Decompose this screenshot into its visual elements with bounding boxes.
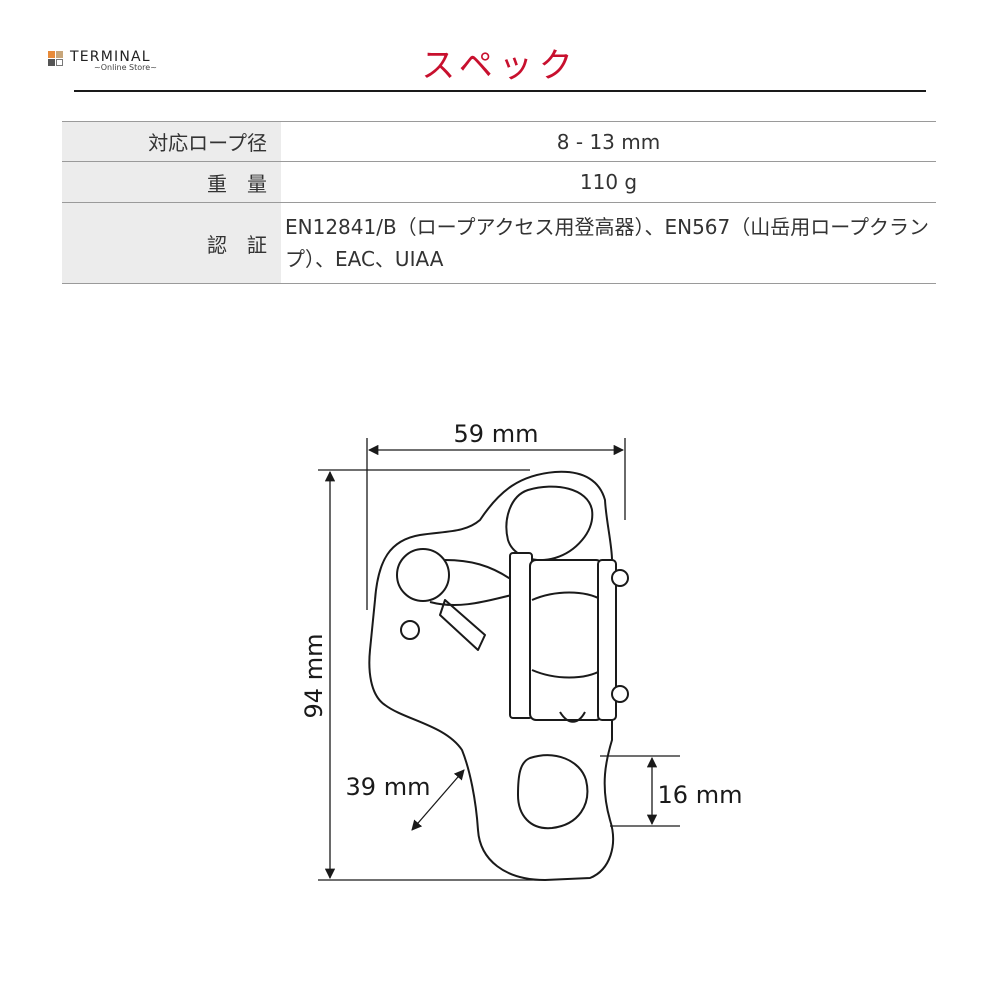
page-title: スペック	[421, 46, 579, 86]
height-dimension-label: 94 mm	[300, 634, 328, 719]
spec-label: 認 証	[62, 203, 281, 283]
spec-row-certification: 認 証 EN12841/B（ロープアクセス用登高器）、EN567（山岳用ロープク…	[62, 202, 936, 284]
spec-label: 対応ロープ径	[62, 122, 281, 161]
store-logo[interactable]: TERMINAL ~Online Store~	[48, 49, 188, 75]
rope-clamp-device-icon	[368, 470, 629, 881]
spec-value: 8 - 13 mm	[556, 129, 661, 154]
dimension-lines	[318, 438, 680, 881]
hole-dimension-label: 16 mm	[658, 781, 743, 809]
spec-row-weight: 重 量 110 g	[62, 161, 936, 202]
logo-name: TERMINAL	[70, 49, 151, 65]
spec-table: 対応ロープ径 8 - 13 mm 重 量 110 g 認 証 EN12841/B…	[62, 121, 936, 284]
spec-value: 110 g	[579, 170, 638, 194]
logo-squares-icon	[48, 51, 68, 67]
spec-value: EN12841/B（ロープアクセス用登高器）、EN567（山岳用ロープクランプ）…	[285, 215, 930, 271]
depth-dimension-label: 39 mm	[346, 773, 431, 801]
width-dimension-label: 59 mm	[454, 420, 539, 448]
title-divider	[74, 90, 926, 92]
spec-label: 重 量	[62, 162, 281, 202]
spec-row-rope-diameter: 対応ロープ径 8 - 13 mm	[62, 121, 936, 161]
logo-tagline: ~Online Store~	[94, 63, 157, 72]
